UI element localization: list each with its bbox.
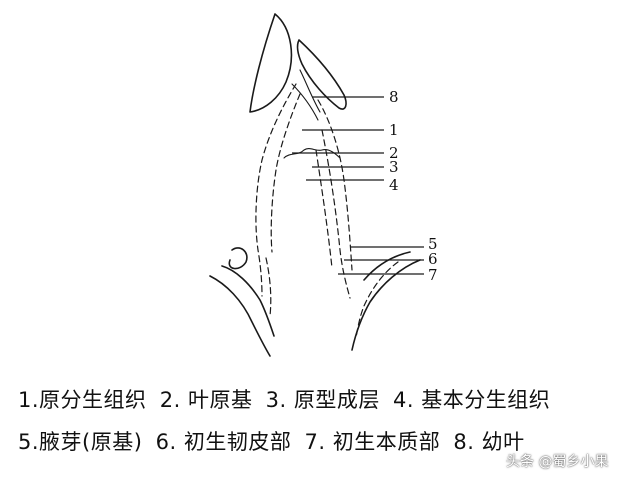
right-cortex-outline: [317, 99, 353, 271]
label-5: 5: [428, 235, 438, 253]
left-inner-outline: [270, 93, 301, 253]
apex-inner-line-a: [299, 69, 321, 113]
legend-item-1: 1.原分生组织: [18, 388, 147, 412]
axillary-bud-left: [228, 247, 248, 270]
lower-left-dashed: [265, 257, 272, 317]
lower-right-dashed: [355, 261, 399, 339]
legend-item-5: 5.腋芽(原基): [18, 430, 143, 454]
legend-item-2: 2. 叶原基: [159, 388, 253, 412]
vascular-strand: [321, 129, 351, 299]
label-3: 3: [389, 158, 399, 176]
lower-left-leaf-base-inner: [221, 265, 275, 337]
right-young-leaf-outline: [296, 39, 347, 110]
label-7: 7: [428, 266, 438, 284]
vascular-strand-b: [315, 149, 333, 269]
label-4: 4: [389, 176, 399, 194]
label-1: 1: [389, 121, 399, 139]
leaf-primordium-outline: [283, 148, 341, 159]
left-cortex-outline: [255, 83, 297, 297]
legend-line-2: 5.腋芽(原基) 6. 初生韧皮部 7. 初生本质部 8. 幼叶: [18, 426, 531, 456]
legend-line-1: 1.原分生组织 2. 叶原基 3. 原型成层 4. 基本分生组织: [18, 384, 556, 414]
legend-item-3: 3. 原型成层: [265, 388, 380, 412]
lower-left-leaf-base: [209, 275, 271, 357]
legend-item-4: 4. 基本分生组织: [393, 388, 551, 412]
watermark: 头条 @蜀乡小果: [506, 454, 609, 470]
apex-inner-line-b: [291, 83, 319, 121]
left-young-leaf-outline: [249, 13, 293, 113]
legend-item-7: 7. 初生本质部: [304, 430, 441, 454]
label-2: 2: [389, 144, 399, 162]
label-8: 8: [389, 88, 399, 106]
legend-item-6: 6. 初生韧皮部: [155, 430, 292, 454]
legend-item-8: 8. 幼叶: [453, 430, 525, 454]
label-6: 6: [428, 250, 438, 268]
lower-right-leaf-base-inner: [363, 251, 411, 281]
